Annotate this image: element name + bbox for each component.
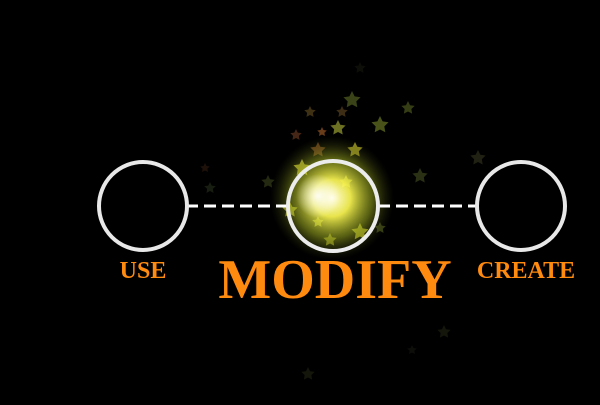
star-icon [200,163,210,173]
modify-label[interactable]: MODIFY [218,249,452,311]
create-circle[interactable] [475,160,567,252]
star-icon [336,106,348,117]
modify-glow-core [296,174,340,218]
star-icon [304,106,316,117]
modify-circle[interactable] [286,159,380,253]
star-icon [437,325,451,338]
star-icon [412,168,428,183]
create-label[interactable]: CREATE [476,258,576,284]
star-icon [470,150,486,165]
star-icon [407,345,417,355]
use-circle[interactable] [97,160,189,252]
star-icon [354,62,366,73]
star-icon [204,182,216,193]
star-icon [301,367,315,380]
use-label[interactable]: USE [119,258,167,284]
star-icon [330,120,346,135]
star-icon [317,127,327,137]
star-icon [371,116,389,133]
star-icon [401,101,415,114]
star-icon [343,91,361,108]
star-icon [290,129,302,140]
